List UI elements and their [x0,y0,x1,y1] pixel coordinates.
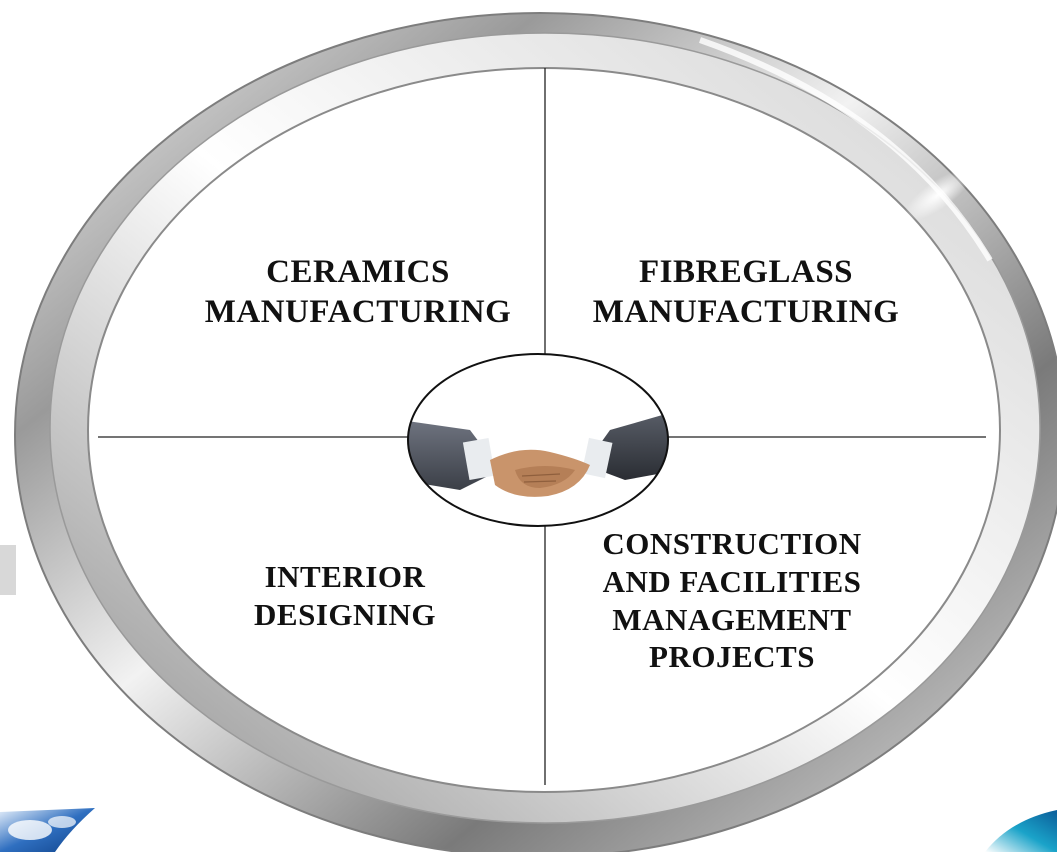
handshake-icon [407,353,669,527]
quadrant-label-interior: INTERIOR DESIGNING [254,559,436,632]
left-edge-strip [0,545,16,595]
quadrant-label-ceramics: CERAMICS MANUFACTURING [204,254,512,331]
quadrant-label-construction: CONSTRUCTION AND FACILITIES MANAGEMENT P… [602,526,862,675]
ring-highlight [699,37,993,262]
blue-swoosh-image [985,810,1057,852]
ring-glint [904,169,972,221]
sky-image [0,808,95,852]
quadrant-label-fibreglass: FIBREGLASS MANUFACTURING [592,254,900,331]
